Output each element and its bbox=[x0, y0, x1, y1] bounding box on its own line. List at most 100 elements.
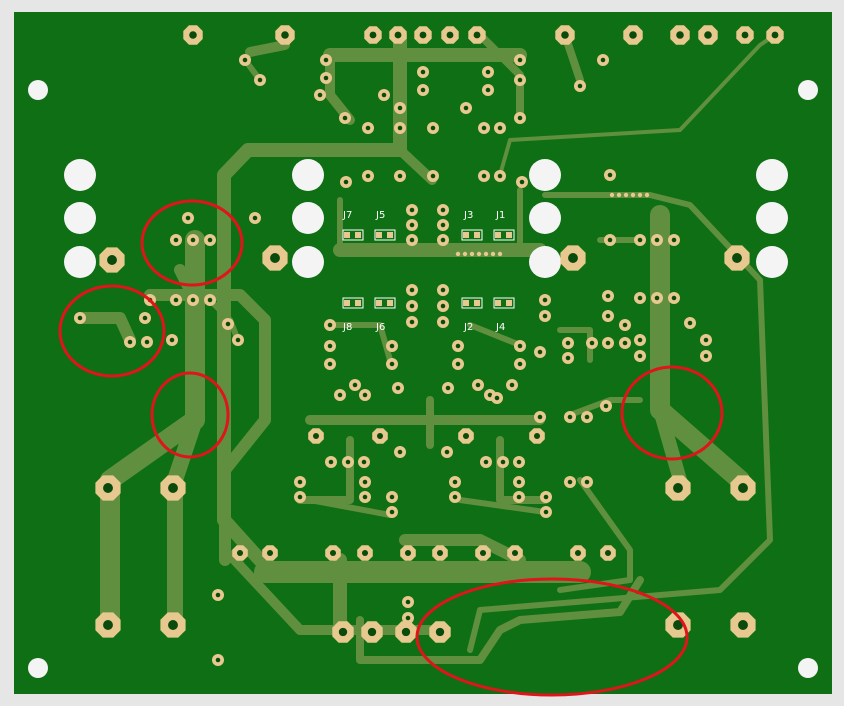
smd-pad bbox=[344, 300, 350, 306]
pad-drill-hole bbox=[517, 57, 523, 63]
smd-pad bbox=[497, 251, 503, 257]
pad-drill-hole bbox=[401, 627, 411, 637]
pad-drill-hole bbox=[481, 173, 487, 179]
pad-drill-hole bbox=[430, 173, 436, 179]
pad-drill-hole bbox=[537, 414, 543, 420]
label-j7: J7 bbox=[342, 210, 352, 221]
pad-drill-hole bbox=[475, 382, 481, 388]
pad-drill-hole bbox=[365, 125, 371, 131]
pad-drill-hole bbox=[440, 237, 446, 243]
pad-drill-hole bbox=[435, 627, 445, 637]
smd-pad bbox=[455, 251, 461, 257]
label-j1: J1 bbox=[495, 210, 505, 221]
smd-pad bbox=[609, 192, 615, 198]
pad-drill-hole bbox=[185, 215, 191, 221]
pad-drill-hole bbox=[605, 313, 611, 319]
pad-drill-hole bbox=[738, 483, 748, 493]
pad-drill-hole bbox=[257, 77, 263, 83]
annotation-ellipse-3 bbox=[150, 371, 230, 459]
pad-drill-hole bbox=[409, 222, 415, 228]
pad-drill-hole bbox=[673, 483, 683, 493]
smd-pad bbox=[474, 300, 480, 306]
pad-drill-hole bbox=[270, 253, 280, 263]
annotation-ellipse-4 bbox=[620, 365, 724, 461]
pad-drill-hole bbox=[328, 459, 334, 465]
pad-drill-hole bbox=[732, 253, 742, 263]
pad-drill-hole bbox=[343, 179, 349, 185]
pad-drill-hole bbox=[395, 385, 401, 391]
pad-drill-hole bbox=[497, 173, 503, 179]
pad-drill-hole bbox=[394, 31, 402, 39]
pad-drill-hole bbox=[127, 339, 133, 345]
pad-drill-hole bbox=[584, 414, 590, 420]
pad-drill-hole bbox=[297, 494, 303, 500]
pad-drill-hole bbox=[561, 31, 569, 39]
pad-drill-hole bbox=[567, 479, 573, 485]
pad-drill-hole bbox=[604, 549, 612, 557]
pad-drill-hole bbox=[452, 494, 458, 500]
pad-drill-hole bbox=[207, 297, 213, 303]
pad-drill-hole bbox=[533, 432, 541, 440]
pad-drill-hole bbox=[629, 31, 637, 39]
pad-drill-hole bbox=[455, 343, 461, 349]
pad-drill-hole bbox=[225, 321, 231, 327]
pad-drill-hole bbox=[703, 337, 709, 343]
pad-drill-hole bbox=[77, 315, 83, 321]
pad-drill-hole bbox=[361, 459, 367, 465]
pad-drill-hole bbox=[440, 303, 446, 309]
pad-drill-hole bbox=[352, 382, 358, 388]
pad-drill-hole bbox=[266, 549, 274, 557]
pad-drill-hole bbox=[543, 509, 549, 515]
pad-drill-hole bbox=[169, 337, 175, 343]
pad-drill-hole bbox=[497, 125, 503, 131]
smd-pad bbox=[387, 232, 393, 238]
smd-pad bbox=[469, 251, 475, 257]
smd-pad bbox=[630, 192, 636, 198]
pad-drill-hole bbox=[568, 253, 578, 263]
pad-drill-hole bbox=[673, 620, 683, 630]
pad-drill-hole bbox=[362, 392, 368, 398]
pad-drill-hole bbox=[537, 349, 543, 355]
pad-drill-hole bbox=[281, 31, 289, 39]
pad-drill-hole bbox=[741, 31, 749, 39]
pad-drill-hole bbox=[481, 125, 487, 131]
pad-drill-hole bbox=[607, 237, 613, 243]
pad-drill-hole bbox=[397, 449, 403, 455]
pad-drill-hole bbox=[738, 620, 748, 630]
pad-drill-hole bbox=[519, 179, 525, 185]
pad-drill-hole bbox=[607, 172, 613, 178]
pad-drill-hole bbox=[369, 31, 377, 39]
pad-drill-hole bbox=[485, 87, 491, 93]
pad-drill-hole bbox=[462, 432, 470, 440]
pad-drill-hole bbox=[605, 340, 611, 346]
pad-drill-hole bbox=[376, 432, 384, 440]
annotation-ellipse-2 bbox=[58, 284, 166, 378]
pad-drill-hole bbox=[565, 340, 571, 346]
pad-drill-hole bbox=[317, 92, 323, 98]
pad-drill-hole bbox=[327, 322, 333, 328]
pad-drill-hole bbox=[327, 361, 333, 367]
pad-drill-hole bbox=[235, 337, 241, 343]
pad-drill-hole bbox=[103, 483, 113, 493]
smd-pad bbox=[376, 232, 382, 238]
pad-drill-hole bbox=[215, 657, 221, 663]
pad-drill-hole bbox=[542, 313, 548, 319]
pad-drill-hole bbox=[509, 382, 515, 388]
smd-pad bbox=[463, 300, 469, 306]
label-j2: J2 bbox=[463, 322, 473, 333]
pad-drill-hole bbox=[605, 293, 611, 299]
pad-drill-hole bbox=[420, 69, 426, 75]
pad-drill-hole bbox=[584, 479, 590, 485]
label-j4: J4 bbox=[495, 322, 505, 333]
mounting-holes bbox=[28, 80, 818, 678]
pad-drill-hole bbox=[654, 237, 660, 243]
pad-drill-hole bbox=[389, 509, 395, 515]
smd-pad bbox=[495, 232, 501, 238]
smd-pad bbox=[463, 232, 469, 238]
pad-drill-hole bbox=[242, 57, 248, 63]
pad-drill-hole bbox=[144, 339, 150, 345]
annotation-ellipse-1 bbox=[140, 199, 244, 287]
pad-drill-hole bbox=[342, 115, 348, 121]
pad-drill-hole bbox=[409, 287, 415, 293]
